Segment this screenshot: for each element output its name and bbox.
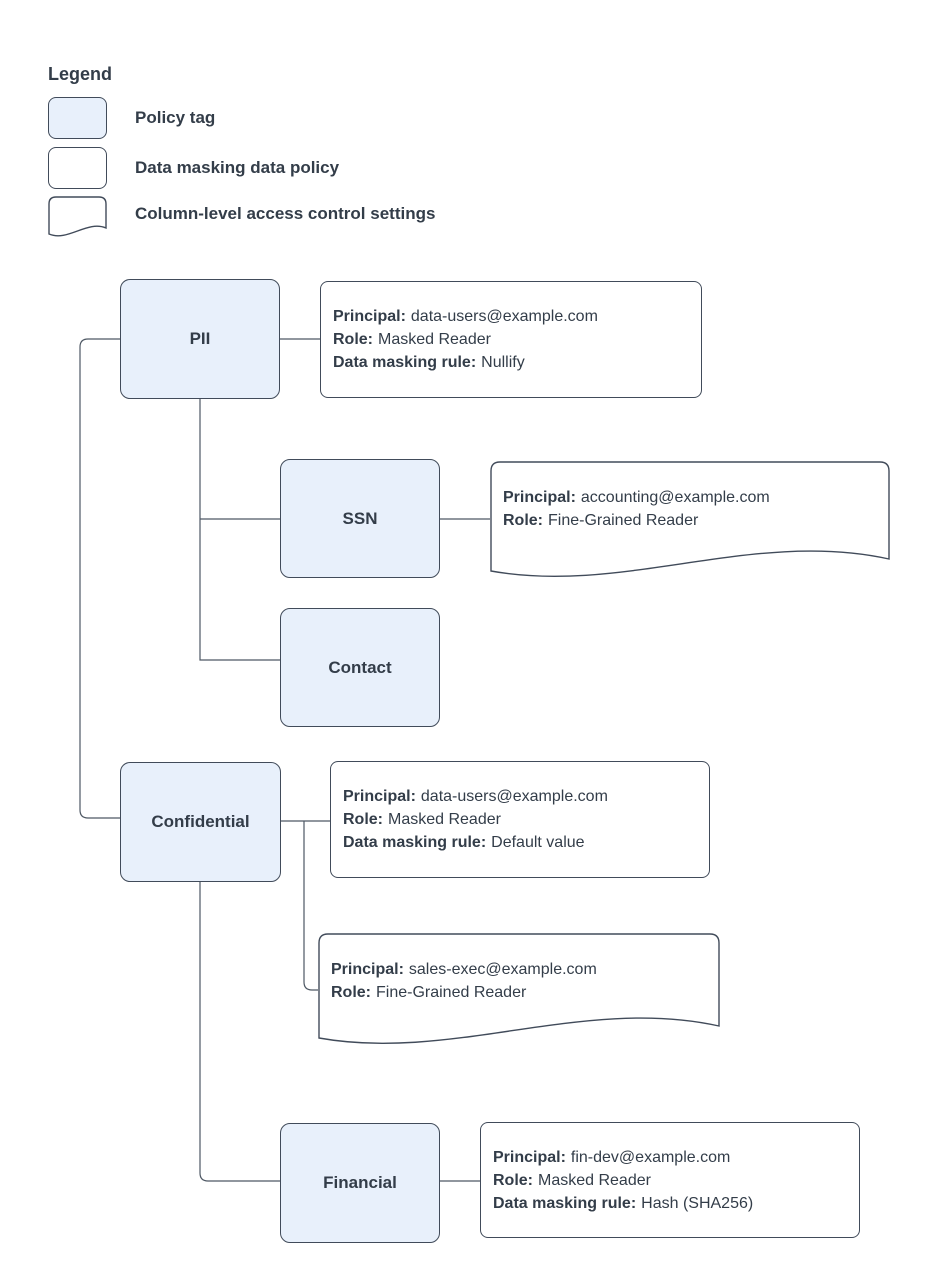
role-label: Role: <box>343 811 383 828</box>
edge-pii-confidential <box>79 338 120 819</box>
wavy-shape-icon <box>48 196 107 237</box>
policy-role-line: Role: Masked Reader <box>333 328 695 351</box>
rule-value: Default value <box>491 834 585 851</box>
rule-label: Data masking rule: <box>343 834 487 851</box>
acl-role-line: Role: Fine-Grained Reader <box>503 509 882 532</box>
column-acl-ssn: Principal:accounting@example.com Role: Fi… <box>490 461 890 586</box>
column-acl-confidential: Principal:sales-exec@example.com Role: Fi… <box>318 933 720 1053</box>
policy-role-line: Role: Masked Reader <box>493 1169 853 1192</box>
acl-principal-line: Principal:accounting@example.com <box>503 486 882 509</box>
role-value: Fine-Grained Reader <box>376 984 527 1001</box>
principal-value: data-users@example.com <box>410 308 598 325</box>
role-label: Role: <box>493 1171 533 1189</box>
acl-text: Principal:sales-exec@example.com Role: Fi… <box>331 958 712 1004</box>
data-policy-financial: Principal:fin-dev@example.com Role: Maske… <box>480 1122 860 1238</box>
role-value: Masked Reader <box>538 1171 651 1189</box>
role-value: Fine-Grained Reader <box>548 512 699 529</box>
policy-tag-ssn: SSN <box>280 459 440 578</box>
legend-title: Legend <box>48 64 113 84</box>
edge-confidential-acl <box>303 821 318 991</box>
principal-value: data-users@example.com <box>420 788 608 805</box>
legend-swatch-policy-tag <box>48 97 107 139</box>
data-policy-pii: Principal:data-users@example.com Role: Ma… <box>320 281 702 398</box>
policy-tag-label: Financial <box>323 1173 397 1192</box>
acl-principal-line: Principal:sales-exec@example.com <box>331 958 712 981</box>
principal-value: fin-dev@example.com <box>570 1148 731 1166</box>
rule-value: Nullify <box>481 354 525 371</box>
policy-principal-line: Principal:data-users@example.com <box>343 785 703 808</box>
policy-rule-line: Data masking rule:Nullify <box>333 351 695 374</box>
policy-tag-pii: PII <box>120 279 280 399</box>
policy-tag-contact: Contact <box>280 608 440 727</box>
policy-tag-confidential: Confidential <box>120 762 281 882</box>
policy-tag-financial: Financial <box>280 1123 440 1243</box>
principal-value: accounting@example.com <box>580 489 770 506</box>
policy-tag-label: PII <box>189 329 211 348</box>
role-label: Role: <box>331 984 371 1001</box>
principal-value: sales-exec@example.com <box>408 961 597 978</box>
rule-value: Hash (SHA256) <box>641 1194 754 1212</box>
role-value: Masked Reader <box>378 331 491 348</box>
policy-tag-label: Confidential <box>151 812 250 831</box>
policy-tag-label: SSN <box>342 508 378 528</box>
wavy-shape <box>318 933 720 1045</box>
policy-tag-label: Contact <box>328 657 392 677</box>
role-value: Masked Reader <box>388 811 501 828</box>
acl-text: Principal:accounting@example.com Role: Fi… <box>503 486 882 532</box>
principal-label: Principal: <box>493 1148 566 1166</box>
role-label: Role: <box>333 331 373 348</box>
policy-role-line: Role: Masked Reader <box>343 808 703 831</box>
rule-label: Data masking rule: <box>493 1194 637 1212</box>
wavy-shape <box>490 461 890 578</box>
principal-label: Principal: <box>333 308 406 325</box>
legend-label-data-policy: Data masking data policy <box>135 158 340 177</box>
policy-rule-line: Data masking rule:Hash (SHA256) <box>493 1192 853 1215</box>
legend-swatch-data-policy <box>48 147 107 189</box>
principal-label: Principal: <box>343 788 416 805</box>
edge-confidential-financial <box>199 882 280 1182</box>
data-policy-confidential: Principal:data-users@example.com Role: Ma… <box>330 761 710 878</box>
policy-principal-line: Principal:data-users@example.com <box>333 305 695 328</box>
principal-label: Principal: <box>331 961 404 978</box>
edge-pii-contact <box>199 399 280 661</box>
policy-rule-line: Data masking rule:Default value <box>343 831 703 854</box>
legend-swatch-column-acl <box>48 196 107 241</box>
policy-principal-line: Principal:fin-dev@example.com <box>493 1146 853 1169</box>
principal-label: Principal: <box>503 489 576 506</box>
role-label: Role: <box>503 512 543 529</box>
acl-role-line: Role: Fine-Grained Reader <box>331 981 712 1004</box>
rule-label: Data masking rule: <box>333 354 477 371</box>
legend-label-column-acl: Column-level access control settings <box>135 204 436 223</box>
legend-label-policy-tag: Policy tag <box>135 108 216 127</box>
